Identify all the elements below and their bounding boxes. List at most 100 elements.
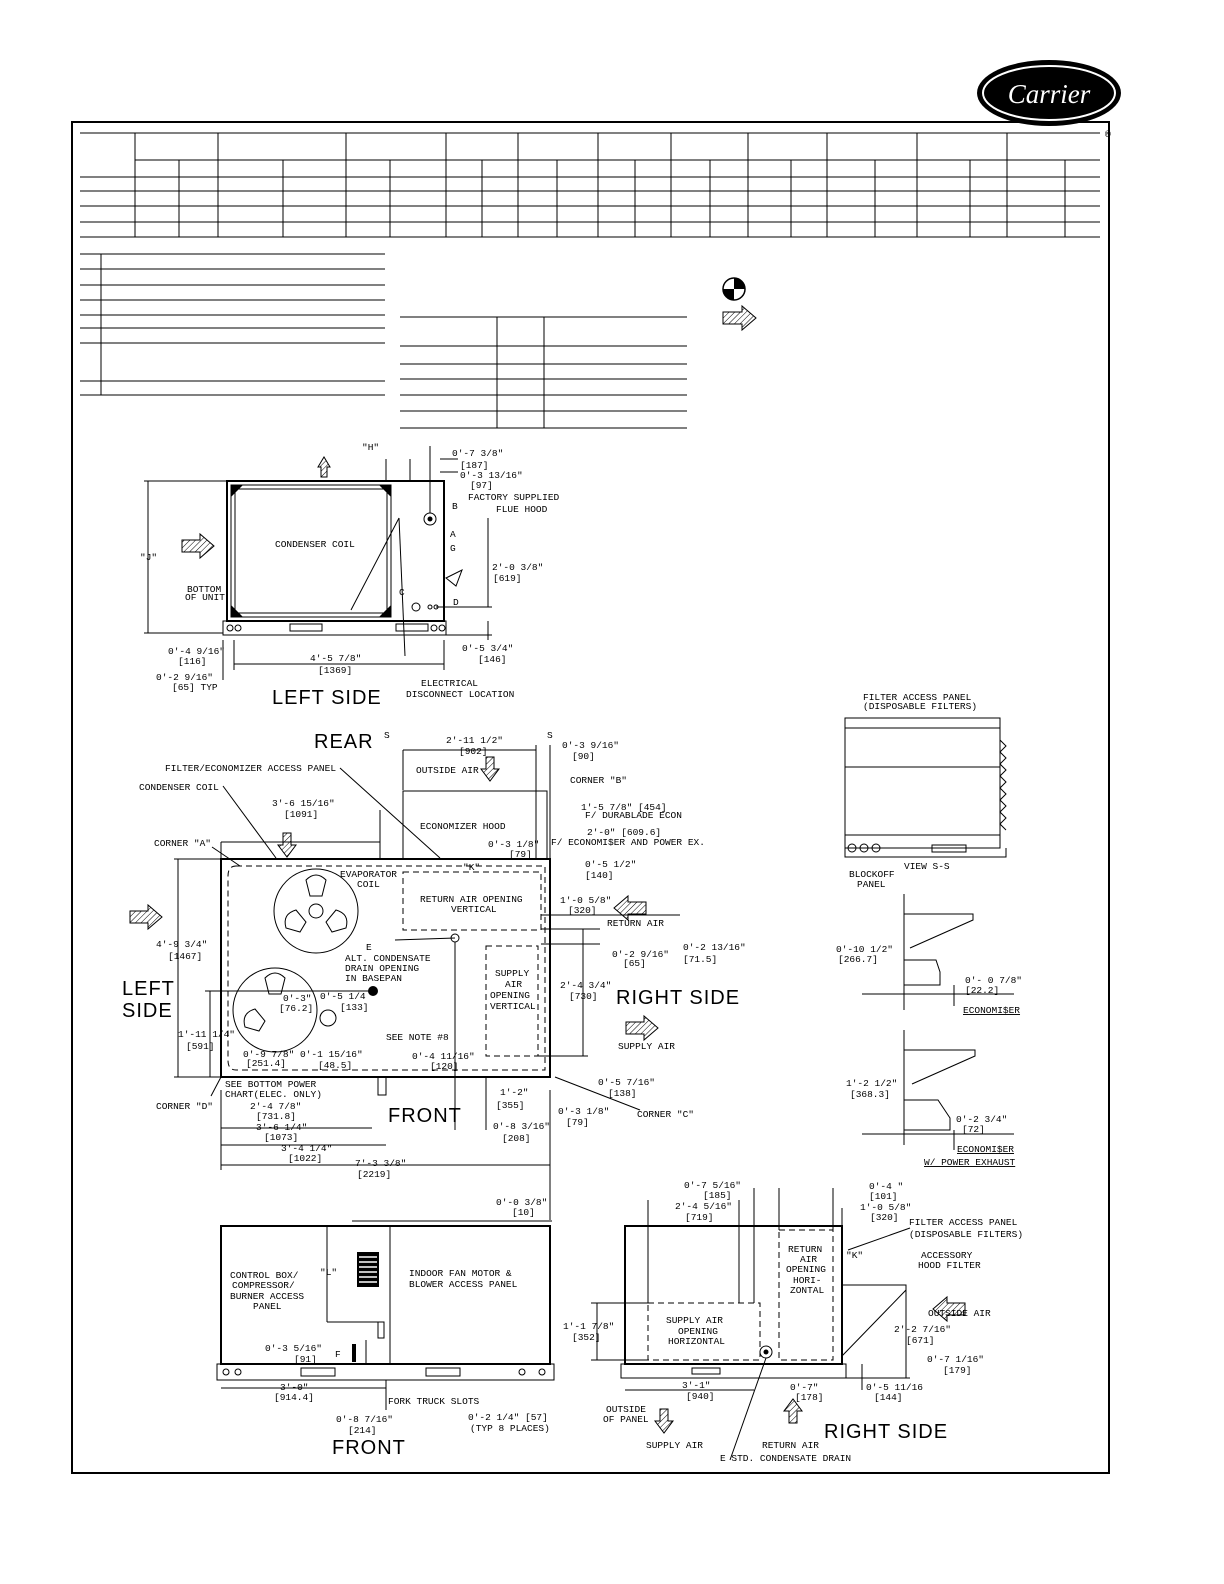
svg-text:CONDENSER COIL: CONDENSER COIL	[139, 782, 219, 793]
svg-text:RETURN AIR: RETURN AIR	[762, 1440, 819, 1451]
svg-text:0'-3 1/8": 0'-3 1/8"	[558, 1106, 609, 1117]
svg-text:E STD. CONDENSATE DRAIN: E STD. CONDENSATE DRAIN	[720, 1453, 851, 1464]
svg-text:SUPPLY AIR: SUPPLY AIR	[646, 1440, 703, 1451]
center-of-gravity-icon	[722, 277, 746, 301]
svg-text:[79]: [79]	[566, 1117, 589, 1128]
svg-text:OPENING: OPENING	[490, 990, 530, 1001]
svg-text:[731.8]: [731.8]	[256, 1111, 296, 1122]
economizer-detail: 0'-10 1/2" [266.7] 0'- 0 7/8" [22.2] ECO…	[836, 894, 1022, 1016]
svg-text:HOOD FILTER: HOOD FILTER	[918, 1260, 981, 1271]
svg-text:BOTTOM: BOTTOM	[187, 584, 222, 595]
svg-text:CORNER "D": CORNER "D"	[156, 1101, 213, 1112]
airflow-arrow-icon	[722, 304, 757, 332]
svg-text:[619]: [619]	[493, 573, 522, 584]
svg-text:[116]: [116]	[178, 656, 207, 667]
svg-text:0'-3": 0'-3"	[283, 993, 312, 1004]
svg-text:IN BASEPAN: IN BASEPAN	[345, 973, 402, 984]
svg-text:[719]: [719]	[685, 1212, 714, 1223]
svg-text:[1022]: [1022]	[288, 1153, 322, 1164]
right-side-title: RIGHT SIDE	[616, 987, 740, 1009]
svg-text:4'-5 7/8": 4'-5 7/8"	[310, 653, 361, 664]
front-view-title: FRONT	[332, 1437, 406, 1459]
svg-text:0'-5 1/4: 0'-5 1/4	[320, 991, 366, 1002]
svg-text:0'- 0 7/8": 0'- 0 7/8"	[965, 975, 1022, 986]
svg-text:SIDE: SIDE	[122, 1000, 173, 1022]
svg-text:C: C	[399, 587, 405, 598]
svg-text:[214]: [214]	[348, 1425, 377, 1436]
top-view: REAR S S LEFT SIDE RIGHT SIDE FRONT FILT…	[122, 730, 746, 1220]
svg-text:[79]: [79]	[509, 849, 532, 860]
svg-text:G: G	[450, 543, 456, 554]
svg-text:[185]: [185]	[703, 1190, 732, 1201]
svg-text:SUPPLY AIR: SUPPLY AIR	[618, 1041, 675, 1052]
svg-text:0'-7 5/16": 0'-7 5/16"	[684, 1180, 741, 1191]
economizer-power-exhaust-detail: 1'-2 1/2" [368.3] 0'-2 3/4" [72] ECONOMI…	[846, 1030, 1016, 1168]
svg-text:B: B	[452, 501, 458, 512]
svg-text:[671]: [671]	[906, 1335, 935, 1346]
svg-text:"K": "K"	[463, 862, 480, 873]
svg-text:[1091]: [1091]	[284, 809, 318, 820]
svg-text:CORNER "B": CORNER "B"	[570, 775, 627, 786]
front-title: FRONT	[388, 1105, 462, 1127]
svg-text:0'-2 13/16": 0'-2 13/16"	[683, 942, 746, 953]
svg-text:(DISPOSABLE FILTERS): (DISPOSABLE FILTERS)	[909, 1229, 1023, 1240]
svg-text:0'-5 1/2": 0'-5 1/2"	[585, 859, 636, 870]
svg-text:S: S	[384, 730, 390, 741]
svg-text:OUTSIDE AIR: OUTSIDE AIR	[416, 765, 479, 776]
svg-text:[97]: [97]	[470, 480, 493, 491]
svg-text:[251.4]: [251.4]	[246, 1058, 286, 1069]
return-air-arrow-icon	[613, 894, 647, 922]
svg-text:0'-0 3/8": 0'-0 3/8"	[496, 1197, 547, 1208]
svg-text:0'-5 11/16: 0'-5 11/16	[866, 1382, 923, 1393]
svg-text:[1073]: [1073]	[264, 1132, 298, 1143]
svg-text:CHART(ELEC. ONLY): CHART(ELEC. ONLY)	[225, 1089, 322, 1100]
svg-text:[352]: [352]	[572, 1332, 601, 1343]
svg-text:(DISPOSABLE FILTERS): (DISPOSABLE FILTERS)	[863, 701, 977, 712]
svg-text:2'-0" [609.6]: 2'-0" [609.6]	[587, 827, 661, 838]
svg-text:1'-2": 1'-2"	[500, 1087, 529, 1098]
svg-text:"K": "K"	[846, 1250, 863, 1261]
svg-text:VERTICAL: VERTICAL	[451, 904, 497, 915]
svg-text:7'-3 3/8": 7'-3 3/8"	[355, 1158, 406, 1169]
svg-text:0'-2 9/16": 0'-2 9/16"	[612, 949, 669, 960]
svg-text:1'-2 1/2": 1'-2 1/2"	[846, 1078, 897, 1089]
svg-text:[902]: [902]	[459, 746, 488, 757]
svg-text:"L": "L"	[320, 1267, 337, 1278]
svg-text:FILTER/ECONOMIZER ACCESS PANEL: FILTER/ECONOMIZER ACCESS PANEL	[165, 763, 336, 774]
outside-air-arrow-icon	[480, 756, 500, 782]
svg-text:SEE BOTTOM POWER: SEE BOTTOM POWER	[225, 1079, 317, 1090]
svg-text:HORI-: HORI-	[793, 1275, 822, 1286]
svg-text:[72]: [72]	[962, 1124, 985, 1135]
svg-text:CORNER "A": CORNER "A"	[154, 838, 211, 849]
up-arrow-icon	[317, 456, 331, 478]
svg-text:3'-0": 3'-0"	[280, 1382, 309, 1393]
svg-text:0'-9 7/8": 0'-9 7/8"	[243, 1049, 294, 1060]
svg-text:0'-10 1/2": 0'-10 1/2"	[836, 944, 893, 955]
inflow-arrow-icon	[181, 532, 215, 560]
svg-text:2'-4 5/16": 2'-4 5/16"	[675, 1201, 732, 1212]
supply-air-down-arrow-icon	[654, 1408, 674, 1434]
svg-text:[179]: [179]	[943, 1365, 972, 1376]
svg-text:LEFT: LEFT	[122, 978, 175, 1000]
svg-text:FACTORY SUPPLIED: FACTORY SUPPLIED	[468, 492, 560, 503]
svg-text:OPENING: OPENING	[786, 1264, 826, 1275]
svg-text:0'-3 5/16": 0'-3 5/16"	[265, 1343, 322, 1354]
svg-text:FORK TRUCK SLOTS: FORK TRUCK SLOTS	[388, 1396, 480, 1407]
svg-text:3'-6 15/16": 3'-6 15/16"	[272, 798, 335, 809]
svg-text:[730]: [730]	[569, 991, 598, 1002]
svg-text:DISCONNECT LOCATION: DISCONNECT LOCATION	[406, 689, 514, 700]
svg-text:[76.2]: [76.2]	[279, 1003, 313, 1014]
svg-text:F/ DURABLADE ECON: F/ DURABLADE ECON	[585, 810, 682, 821]
condenser-coil-label: CONDENSER COIL	[275, 539, 355, 550]
svg-text:0'-5 3/4": 0'-5 3/4"	[462, 643, 513, 654]
svg-text:3'-4 1/4": 3'-4 1/4"	[281, 1143, 332, 1154]
svg-text:0'-4 9/16": 0'-4 9/16"	[168, 646, 225, 657]
svg-text:FLUE HOOD: FLUE HOOD	[496, 504, 548, 515]
svg-text:SUPPLY AIR: SUPPLY AIR	[666, 1315, 723, 1326]
svg-text:1'-11 1/4": 1'-11 1/4"	[178, 1029, 235, 1040]
svg-text:ALT. CONDENSATE: ALT. CONDENSATE	[345, 953, 431, 964]
svg-text:[22.2]: [22.2]	[965, 985, 999, 996]
supply-air-arrow-icon	[625, 1014, 659, 1042]
svg-text:0'-3 9/16": 0'-3 9/16"	[562, 740, 619, 751]
svg-text:2'-4 3/4": 2'-4 3/4"	[560, 980, 611, 991]
